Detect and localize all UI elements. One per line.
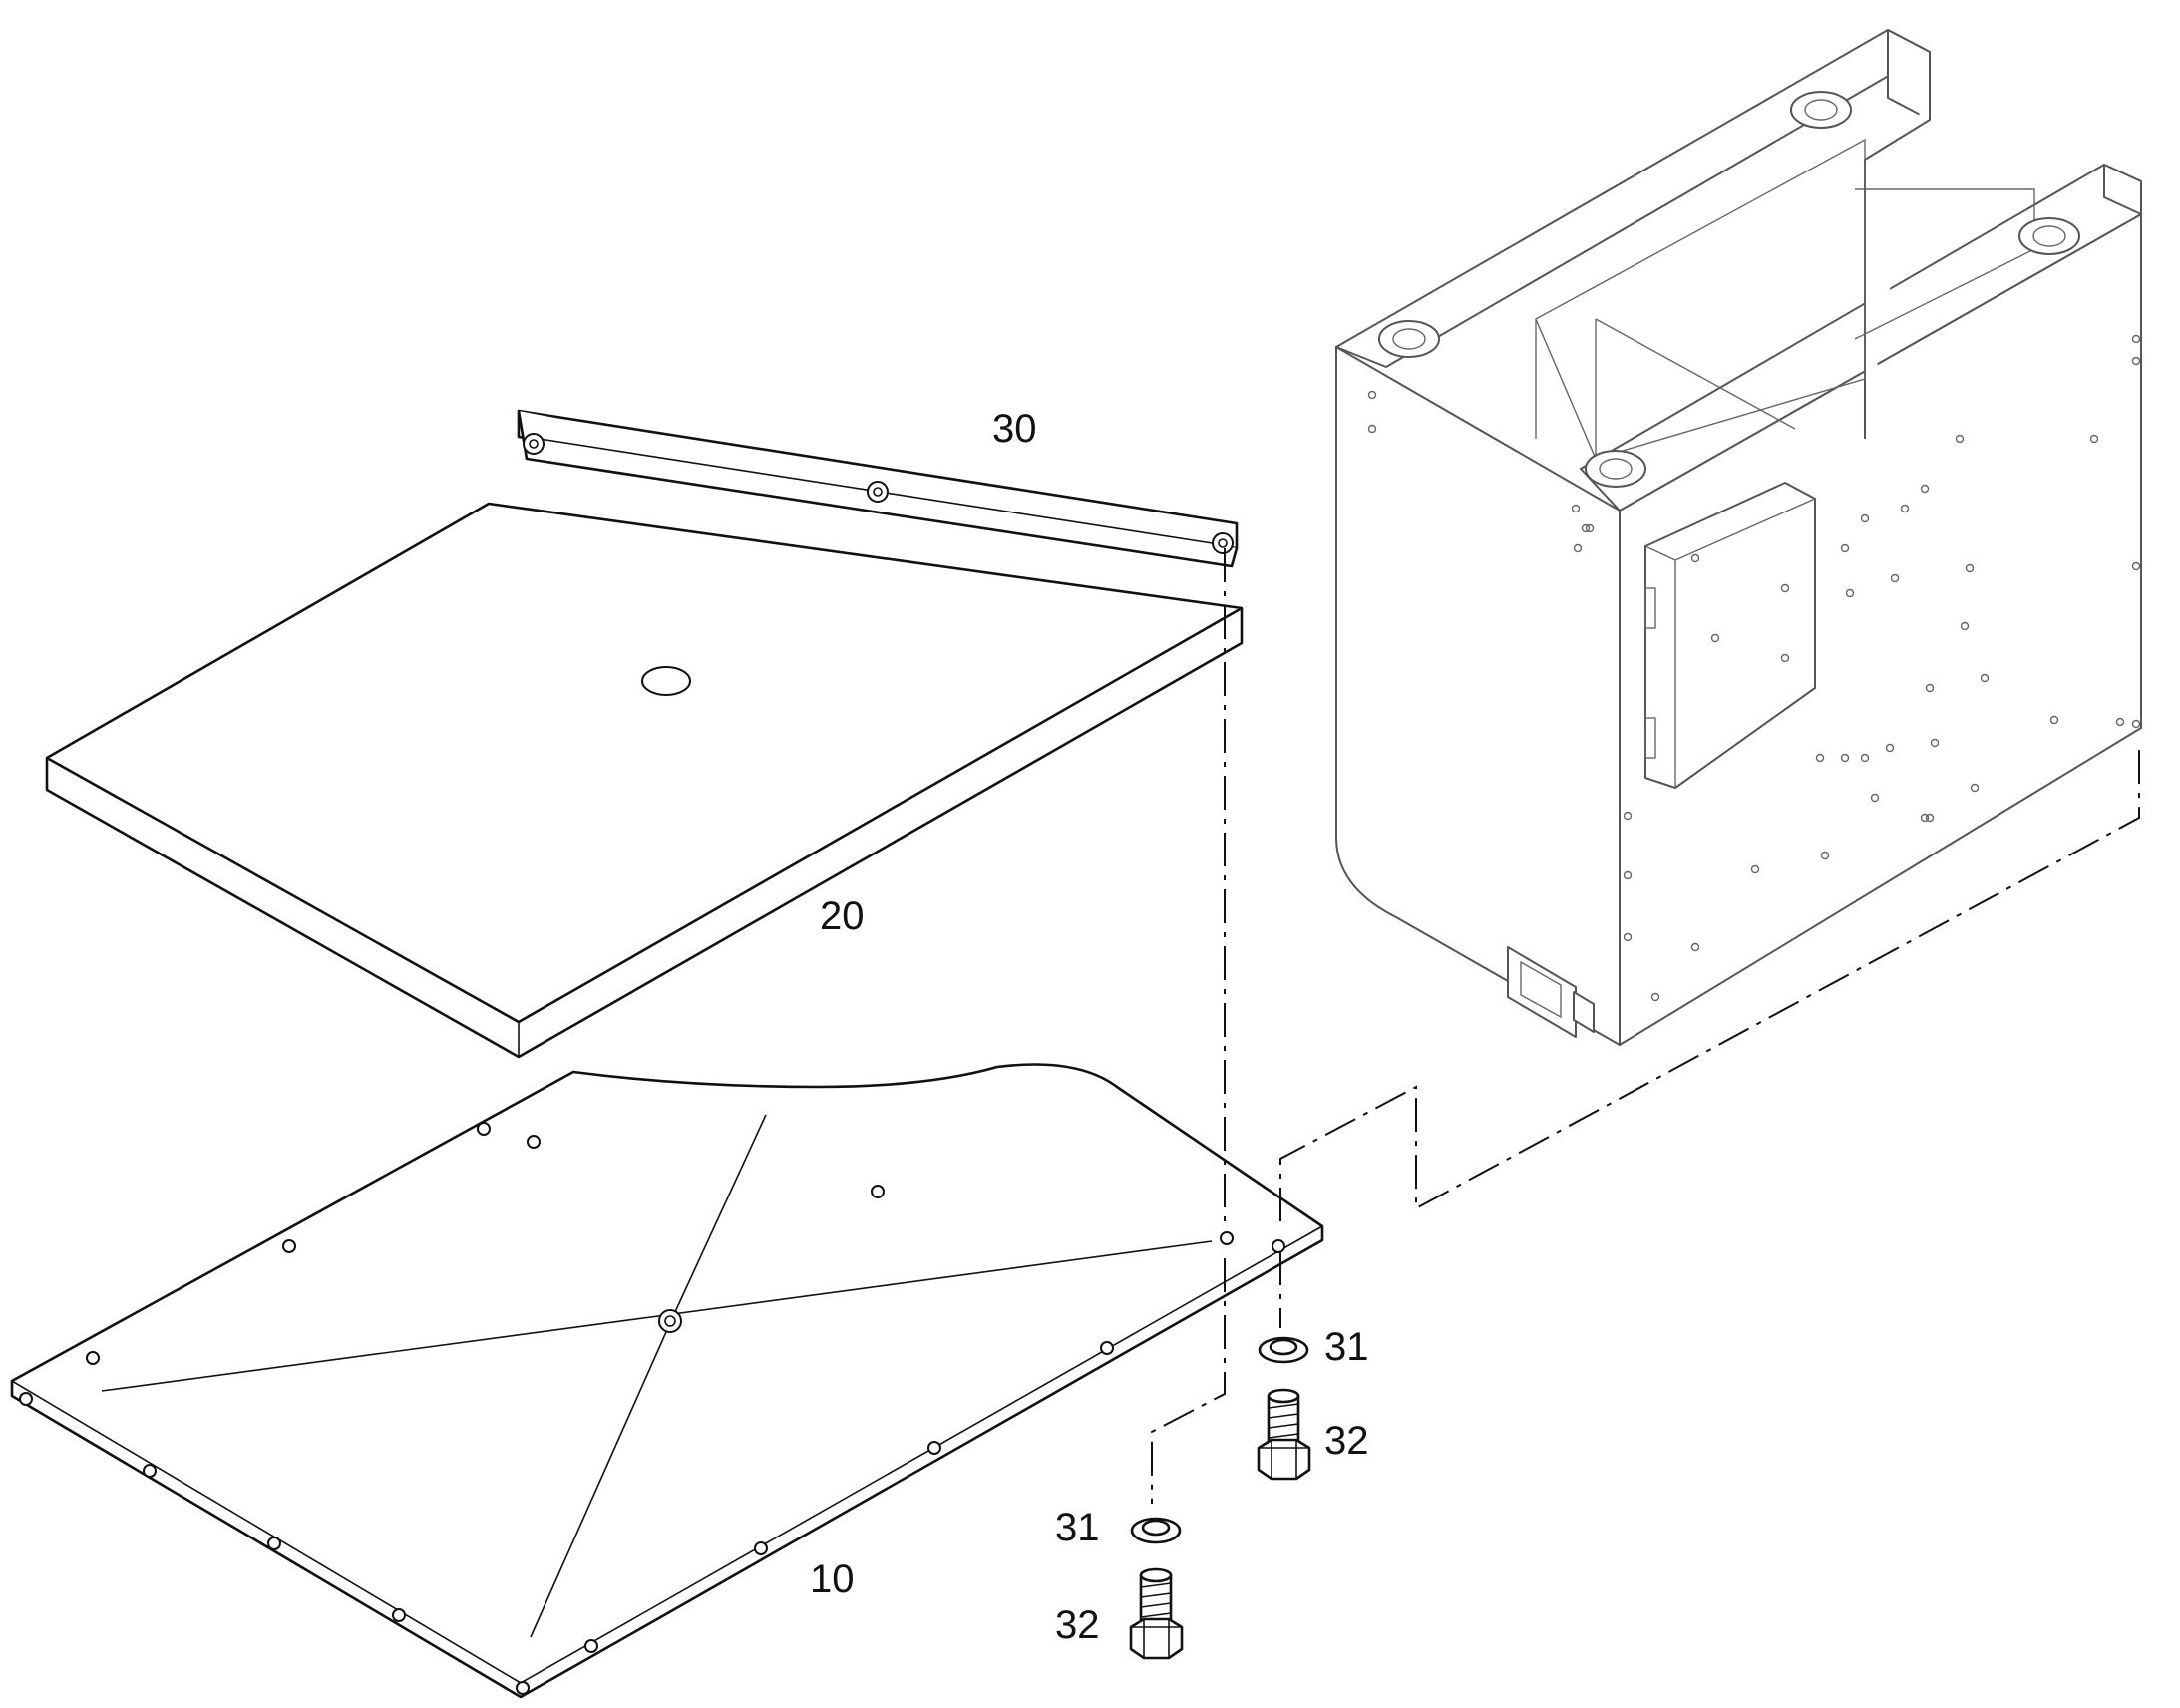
- cabinet-assembly: [1335, 29, 2142, 1046]
- part-30-trim-strip: [517, 409, 1239, 568]
- cabinet-left-panel: [1335, 346, 1621, 1046]
- cabinet-inner-brace: [1535, 318, 1796, 469]
- cabinet-inner-back: [1854, 188, 2035, 340]
- part-31-washer-left: [1130, 1517, 1182, 1544]
- part-31-washer-right: [1258, 1336, 1309, 1364]
- callout-31-left: 31: [1055, 1506, 1100, 1549]
- cabinet-access-plate: [1644, 482, 1816, 789]
- part-32-bolt-left: [1129, 1567, 1184, 1660]
- part-10-base-plate: [10, 1063, 1324, 1699]
- panel-center-hole: [641, 666, 691, 696]
- cabinet-inner-partition: [1535, 138, 1866, 460]
- assembly-center-lines: [1151, 548, 2140, 1504]
- cabinet-mounting-holes: [1367, 334, 2141, 1002]
- callout-32-left: 32: [1055, 1603, 1100, 1647]
- callout-20: 20: [820, 894, 865, 938]
- part-20-top-panel: [45, 502, 1244, 1059]
- cabinet-top-rail-left: [1335, 29, 1931, 368]
- cabinet-connector-panel: [1507, 946, 1595, 1038]
- part-32-bolt-right: [1257, 1388, 1311, 1481]
- callout-10: 10: [810, 1557, 855, 1601]
- callout-32-right: 32: [1324, 1419, 1369, 1463]
- callout-31-right: 31: [1324, 1325, 1369, 1369]
- callout-labels: 30 20 31 32 31 32 10: [810, 407, 1369, 1647]
- cabinet-corner-pads: [1378, 91, 2080, 488]
- base-plate-rim-holes: [19, 1122, 1285, 1695]
- callout-30: 30: [992, 407, 1037, 451]
- cabinet-back-post: [2103, 164, 2142, 215]
